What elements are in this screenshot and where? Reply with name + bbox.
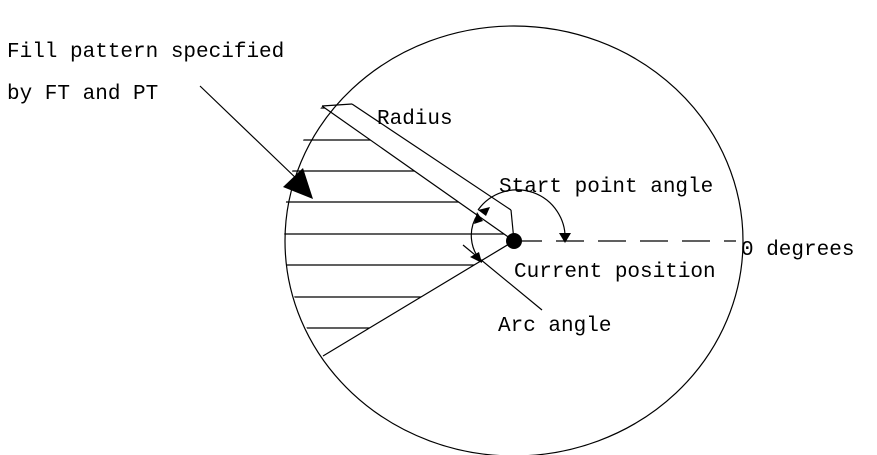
fill-leader-arrow: [283, 168, 313, 199]
current-position-dot: [506, 233, 522, 249]
arc-angle-label: Arc angle: [498, 315, 611, 338]
hatch-pattern: [284, 107, 514, 329]
start-angle-tail-arrow: [478, 207, 490, 216]
start-angle-arc: [477, 189, 566, 242]
wedge-edge-start: [321, 105, 515, 242]
fill-leader-line: [199, 85, 301, 183]
fill-pattern-label-line1: Fill pattern specified: [7, 41, 284, 64]
start-angle-arrow: [559, 233, 571, 243]
fill-pattern-label-line2: by FT and PT: [7, 83, 158, 106]
start-point-angle-label: Start point angle: [499, 176, 713, 199]
outer-circle: [284, 25, 744, 455]
arc-angle-leader: [462, 244, 543, 311]
arc-angle-arrow-top: [474, 212, 483, 224]
zero-degrees-label: 0 degrees: [741, 239, 854, 262]
radius-label: Radius: [377, 108, 453, 131]
arc-angle-arrow-bottom: [470, 252, 482, 263]
current-position-label: Current position: [514, 261, 716, 284]
wedge-edge-end: [322, 240, 515, 357]
